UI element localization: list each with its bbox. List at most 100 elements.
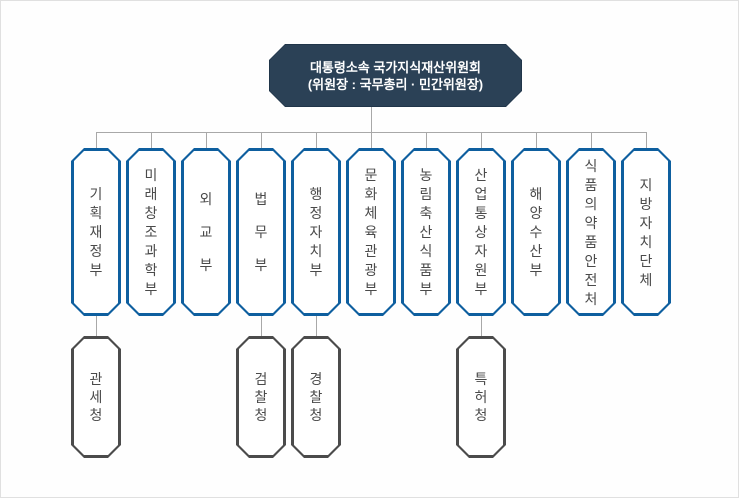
ministry-4-char: 정 (309, 205, 323, 221)
ministry-6-char: 품 (419, 262, 433, 278)
ministry-4-char: 부 (309, 262, 323, 278)
trunk-connector-line (371, 107, 372, 133)
stub-connector-line (481, 132, 482, 148)
stub-connector-line (206, 132, 207, 148)
ministry-4-char: 행 (309, 186, 323, 202)
ministry-8-char: 산 (529, 243, 543, 259)
ministry-8-char: 양 (529, 205, 543, 221)
ministry-1-char: 과 (144, 243, 158, 259)
ministry-7-char: 상 (474, 224, 488, 240)
stub-connector-line (646, 132, 647, 148)
stub-connector-line (261, 132, 262, 148)
ministry-9-char: 품 (584, 176, 598, 193)
ministry-8-char: 수 (529, 224, 543, 240)
ministry-8-char: 해 (529, 186, 543, 202)
agency-4-char: 경 (309, 371, 323, 387)
ministry-3-char: 법 (254, 191, 268, 207)
agency-3-char: 검 (254, 371, 268, 387)
ministry-5-char: 부 (364, 281, 378, 297)
ministry-9-char: 전 (584, 271, 598, 288)
ministry-7-char: 자 (474, 243, 488, 259)
agency-3-char: 찰 (254, 389, 268, 405)
ministry-0-char: 정 (89, 243, 103, 259)
ministry-9-char: 품 (584, 233, 598, 250)
ministry-5-char: 관 (364, 243, 378, 259)
ministry-7-char: 업 (474, 186, 488, 202)
committee-box-body: 대통령소속 국가지식재산위원회 (위원장 : 국무총리 · 민간위원장) (270, 45, 521, 106)
ministry-5-char: 체 (364, 205, 378, 221)
ministry-7-char: 원 (474, 262, 488, 278)
ministry-8-char: 부 (529, 262, 543, 278)
agency-0-char: 세 (89, 389, 103, 405)
stub-connector-line (591, 132, 592, 148)
ministry-10-char: 지 (639, 176, 653, 193)
ministry-6-char: 산 (419, 224, 433, 240)
stub-connector-line (316, 132, 317, 148)
ministry-3-char: 무 (254, 224, 268, 240)
ministry-9-char: 약 (584, 214, 598, 231)
ministry-1-char: 래 (144, 186, 158, 202)
ministry-5-char: 광 (364, 262, 378, 278)
stub-connector-line (371, 132, 372, 148)
ministry-3-char: 부 (254, 257, 268, 273)
stub-connector-line (426, 132, 427, 148)
ministry-7-char: 통 (474, 205, 488, 221)
agency-0-char: 청 (89, 407, 103, 423)
ministry-9-char: 처 (584, 290, 598, 307)
ministry-4-char: 자 (309, 224, 323, 240)
agency-4-char: 청 (309, 407, 323, 423)
agency-3-char: 청 (254, 407, 268, 423)
agency-connector-line (481, 316, 482, 336)
ministry-7-char: 산 (474, 167, 488, 183)
ministry-1-char: 미 (144, 167, 158, 183)
ministry-7-char: 부 (474, 281, 488, 297)
ministry-10-char: 자 (639, 214, 653, 231)
agency-7-char: 특 (474, 371, 488, 387)
ministry-6-char: 림 (419, 186, 433, 202)
ministry-10-char: 방 (639, 195, 653, 212)
ministry-6-char: 부 (419, 281, 433, 297)
ministry-5-char: 문 (364, 167, 378, 183)
agency-connector-line (96, 316, 97, 336)
committee-title-line1: 대통령소속 국가지식재산위원회 (309, 59, 482, 75)
ministry-5-char: 육 (364, 224, 378, 240)
ministry-10-char: 단 (639, 252, 653, 269)
agency-connector-line (316, 316, 317, 336)
ministry-6-char: 축 (419, 205, 433, 221)
ministry-0-char: 재 (89, 224, 103, 240)
agency-0-char: 관 (89, 371, 103, 387)
